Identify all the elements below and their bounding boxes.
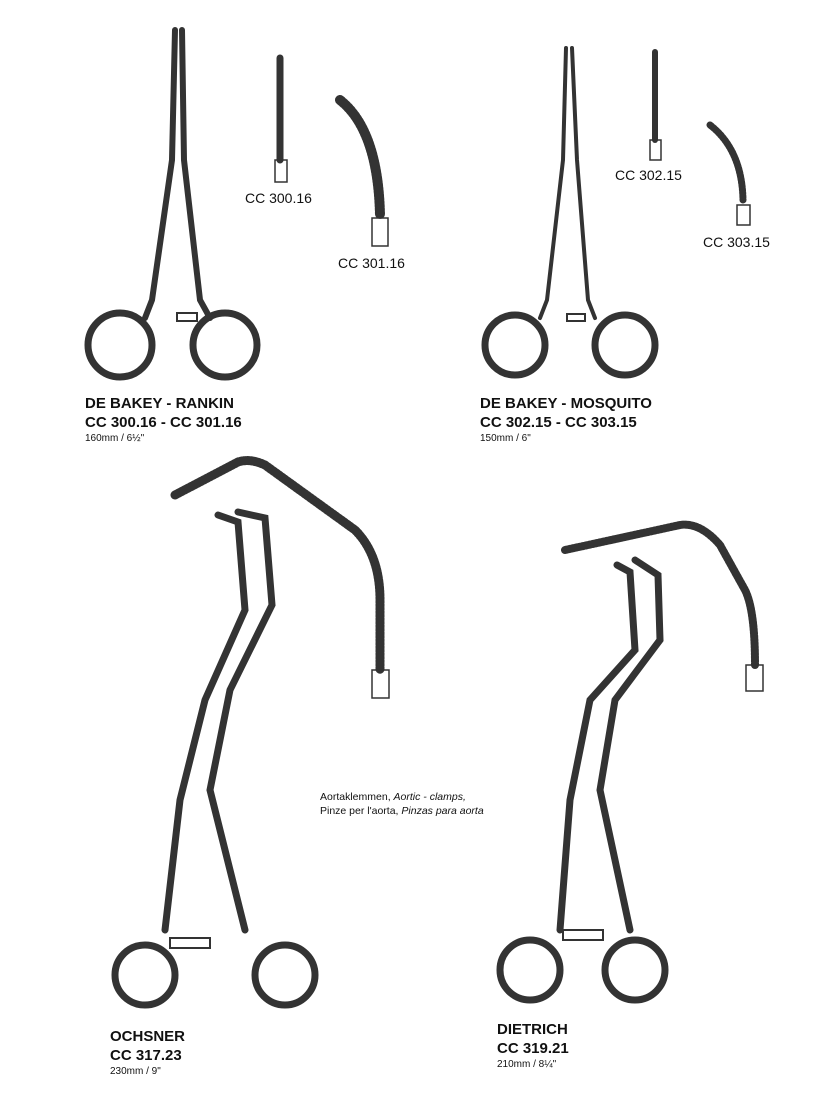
jaw-cc-301-16-illustration [335,95,389,247]
jaw-label: CC 300.16 [245,190,312,206]
jaw-cc-302-15-illustration [649,49,662,161]
product-codes: CC 302.15 - CC 303.15 [480,414,637,431]
product-size: 160mm / 6½" [85,433,145,444]
category-note: Aortaklemmen, Aortic - clamps, Pinze per… [320,790,484,818]
product-name: DE BAKEY - RANKIN [85,395,234,412]
product-caption-dietrich: DIETRICH CC 319.21 210mm / 8¼" [497,1020,569,1071]
rankin-forceps-illustration [84,27,261,381]
jaw-cc-303-15-illustration [706,121,751,226]
product-caption-rankin: DE BAKEY - RANKIN CC 300.16 - CC 301.16 … [85,394,242,445]
dietrich-jaw-illustration [561,520,764,692]
ochsner-clamp-illustration [111,508,319,1009]
product-size: 210mm / 8¼" [497,1059,557,1070]
note-german: Aortaklemmen, [320,791,394,803]
product-size: 230mm / 9" [110,1066,161,1077]
product-name: DE BAKEY - MOSQUITO [480,395,652,412]
dietrich-clamp-illustration [496,556,669,1004]
note-english: Aortic - clamps, [393,791,466,803]
jaw-label: CC 302.15 [615,167,682,183]
note-spanish: Pinzas para aorta [401,805,484,817]
note-italian: Pinze per l'aorta, [320,805,402,817]
product-codes: CC 300.16 - CC 301.16 [85,414,242,431]
mosquito-forceps-illustration [481,46,659,379]
jaw-cc-300-16-illustration [274,54,288,183]
jaw-label: CC 301.16 [338,255,405,271]
product-name: DIETRICH [497,1021,568,1038]
product-size: 150mm / 6" [480,433,531,444]
product-codes: CC 317.23 [110,1047,182,1064]
ochsner-jaw-illustration [170,456,390,699]
product-caption-mosquito: DE BAKEY - MOSQUITO CC 302.15 - CC 303.1… [480,394,652,445]
product-codes: CC 319.21 [497,1040,569,1057]
jaw-label: CC 303.15 [703,234,770,250]
product-name: OCHSNER [110,1028,186,1045]
product-caption-ochsner: OCHSNER CC 317.23 230mm / 9" [110,1027,185,1078]
